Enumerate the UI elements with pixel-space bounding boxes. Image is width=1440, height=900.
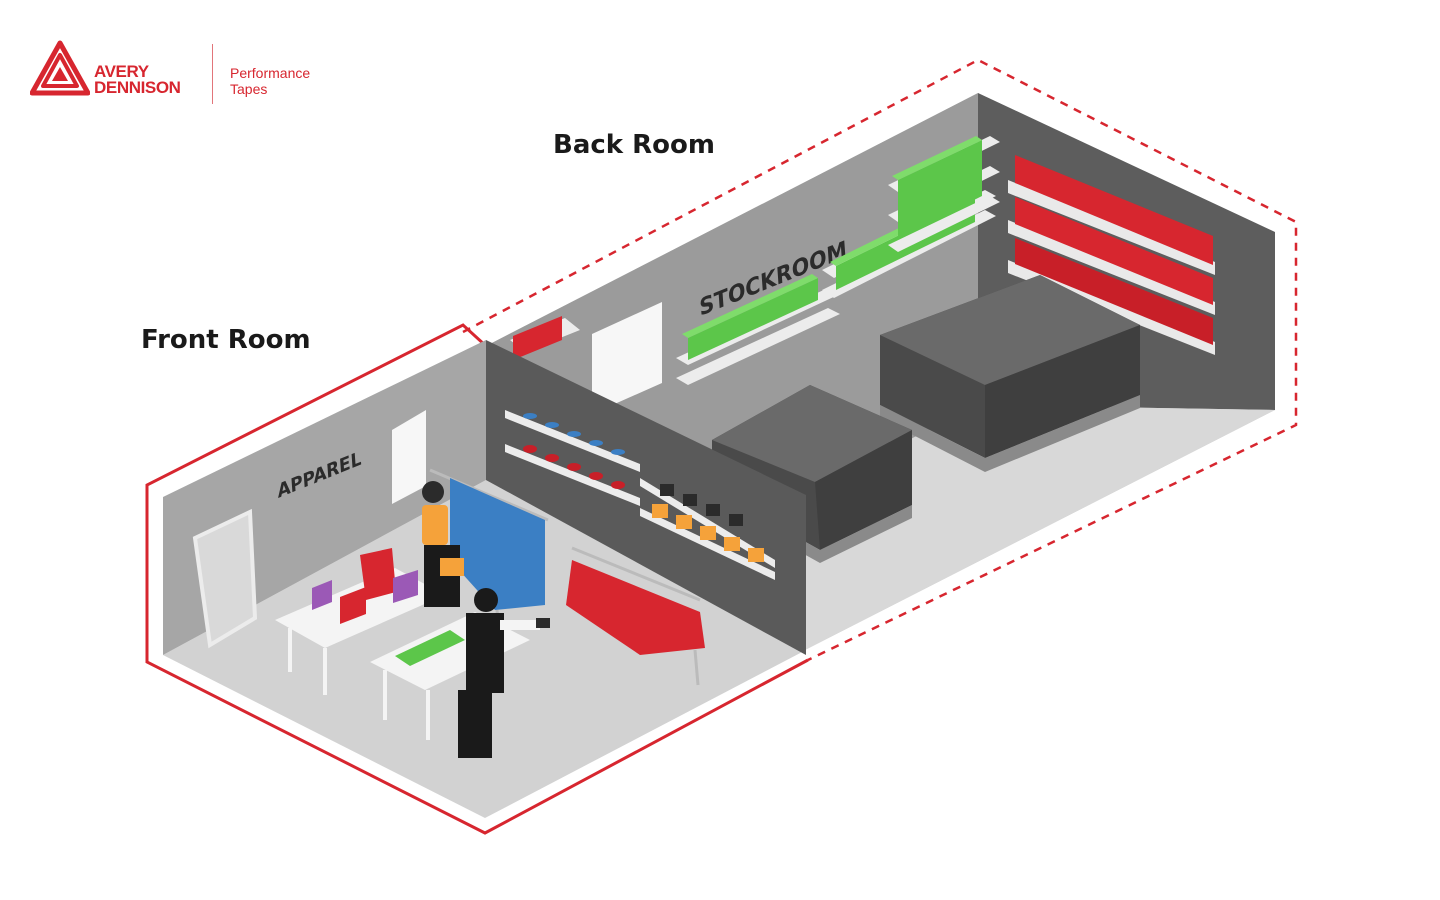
back-room-outline: [462, 58, 1298, 662]
brand-logo: AVERY DENNISON Performance Tapes: [30, 40, 330, 106]
shoe-row: [523, 413, 625, 455]
shelf-unit-top: [888, 136, 1000, 252]
mirror: [192, 508, 258, 649]
shopping-bag: [360, 548, 396, 600]
front-room: APPAREL: [163, 340, 806, 818]
shelf-unit-left: [676, 274, 840, 385]
red-stock-shelves: [1008, 155, 1215, 355]
handbag-row: [660, 484, 743, 526]
front-room-outline: [145, 323, 809, 835]
red-shirt-rack: [566, 546, 705, 686]
pallet-rear: [880, 275, 1140, 472]
front-room-label: Front Room: [141, 325, 311, 355]
brand-name: AVERY DENNISON: [94, 62, 181, 97]
shopping-bag: [393, 570, 418, 603]
back-room-label: Back Room: [553, 130, 715, 160]
stockroom-door: [592, 302, 662, 414]
green-shirt-shelves: [676, 136, 1000, 385]
division-name-line1: Performance: [230, 65, 311, 81]
shirt-stack: [395, 630, 465, 666]
red-box-row: [1015, 197, 1213, 305]
shoe-row: [523, 445, 625, 489]
accessory-shelves: [505, 410, 775, 580]
shirt-stack: [898, 140, 982, 238]
handbag-row: [652, 504, 764, 562]
division-name: Performance Tapes: [230, 65, 310, 97]
red-bins: [510, 316, 580, 360]
brand-name-line2: DENNISON: [94, 78, 181, 97]
shopping-bag: [340, 587, 366, 624]
employee-figure: [458, 588, 550, 758]
divider-wall: [486, 340, 806, 655]
red-box-row: [1015, 155, 1213, 265]
shirt-stack: [688, 278, 818, 360]
shopping-bag: [312, 580, 332, 610]
brand-name-line1: AVERY: [94, 62, 149, 81]
front-room-window: [392, 410, 426, 504]
avery-dennison-triangle-icon: [30, 40, 90, 96]
division-name-line2: Tapes: [230, 81, 268, 97]
shopper-figure: [422, 481, 464, 607]
logo-divider: [212, 44, 213, 104]
red-box-row: [1015, 238, 1213, 345]
bag-table: [275, 548, 445, 695]
back-room-floor-front: [700, 405, 1275, 650]
